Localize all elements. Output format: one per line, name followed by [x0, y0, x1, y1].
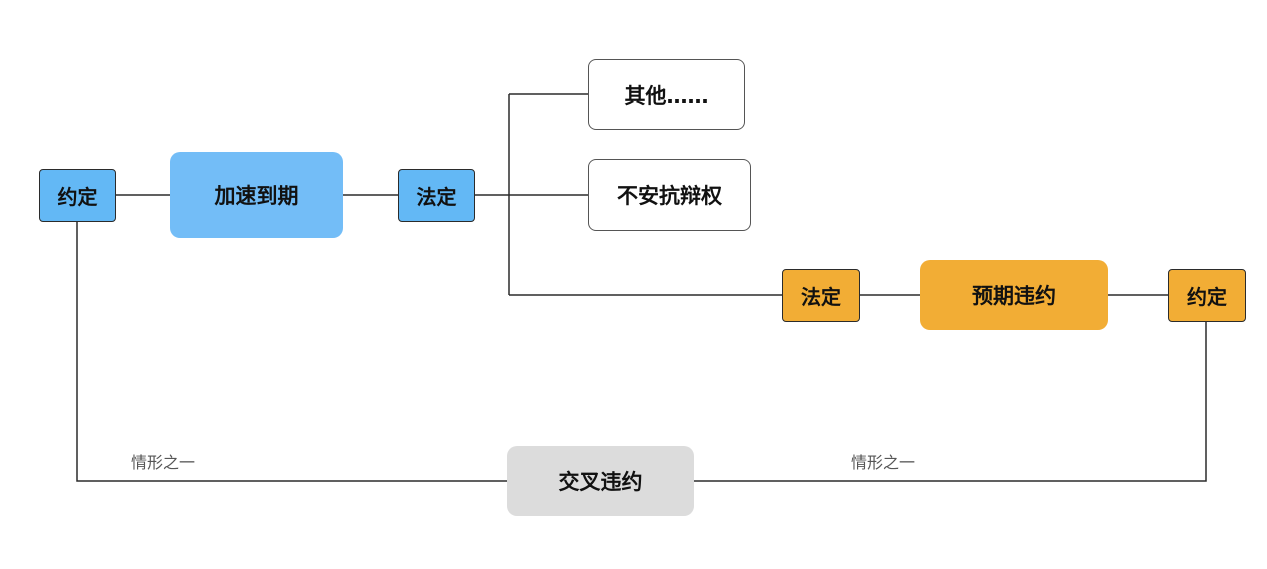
- agreed-node-left: 约定: [39, 169, 116, 222]
- legal-node-bottom: 法定: [782, 269, 860, 322]
- others-node: 其他……: [588, 59, 745, 130]
- anticipatory-breach-node: 预期违约: [920, 260, 1108, 330]
- edge-label-left: 情形之一: [131, 453, 196, 472]
- line-agreed-right-to-cross: [694, 322, 1207, 482]
- line-agreed-left-to-cross: [76, 222, 507, 482]
- legal-node-top: 法定: [398, 169, 475, 222]
- insecurity-defense-node: 不安抗辩权: [588, 159, 751, 231]
- edge-label-right: 情形之一: [851, 453, 916, 472]
- cross-default-node: 交叉违约: [507, 446, 694, 516]
- agreed-node-right: 约定: [1168, 269, 1246, 322]
- acceleration-node: 加速到期: [170, 152, 343, 238]
